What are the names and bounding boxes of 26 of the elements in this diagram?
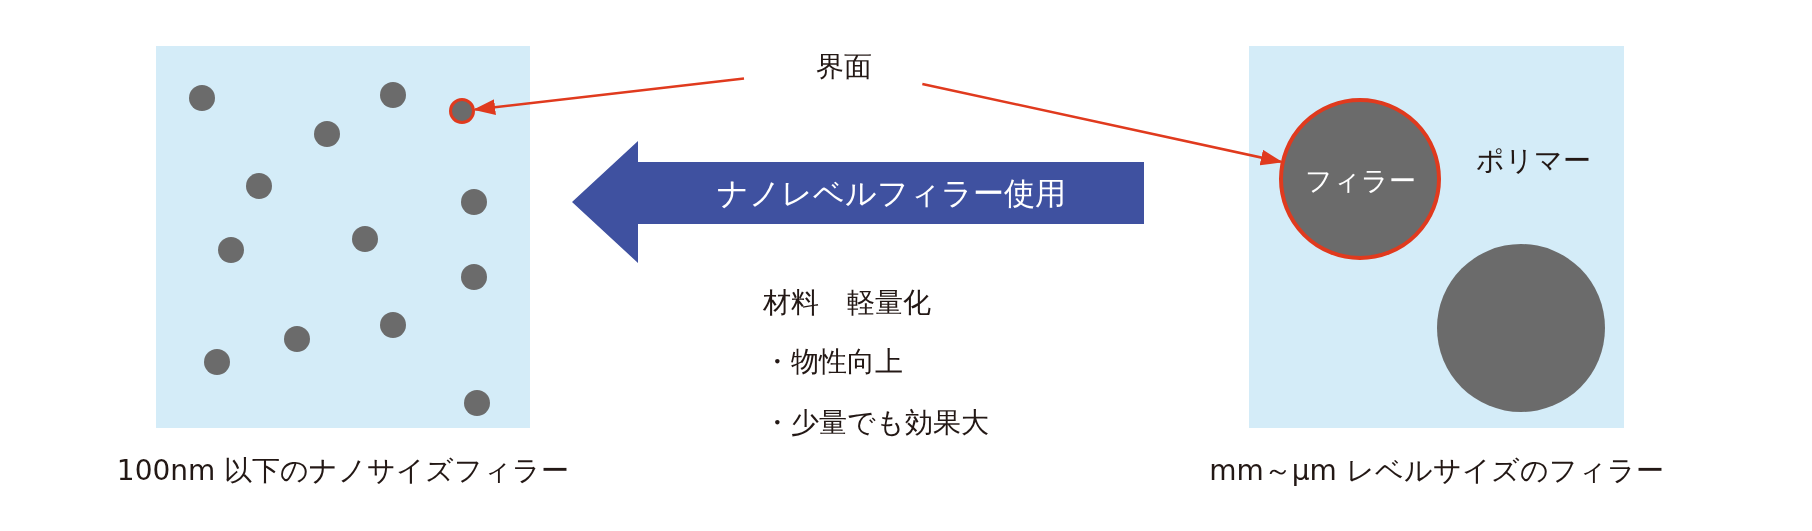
particle-dot [314,121,341,148]
polymer-panel [156,46,530,428]
particle-dot [449,97,476,124]
particle-dot [218,236,245,263]
block-arrow [572,141,1144,263]
note-text: ・物性向上 [763,344,903,380]
note-text: 材料 軽量化 [763,285,931,321]
particle-dot [379,81,406,108]
particle-dot [460,189,487,216]
particle-dot [284,325,310,352]
polymer-panel [1249,46,1624,428]
particle-dot [245,173,272,200]
particle-dot [352,226,379,253]
panel-caption: 100nm 以下のナノサイズフィラー [116,453,570,489]
polymer-label: ポリマー [1476,143,1591,179]
particle-dot [189,85,216,112]
particle-dot [379,311,406,338]
arrow [473,77,745,116]
panel-caption: mm～μm レベルサイズのフィラー [1209,453,1664,489]
note-text: ・少量でも効果大 [763,405,989,441]
particle-dot [460,264,487,291]
interface-label: 界面 [744,50,944,84]
particle-dot [464,390,491,417]
arrow-label: ナノレベルフィラー使用 [715,174,1067,213]
filler-label: フィラー [1303,164,1417,198]
particle-dot [204,348,231,375]
